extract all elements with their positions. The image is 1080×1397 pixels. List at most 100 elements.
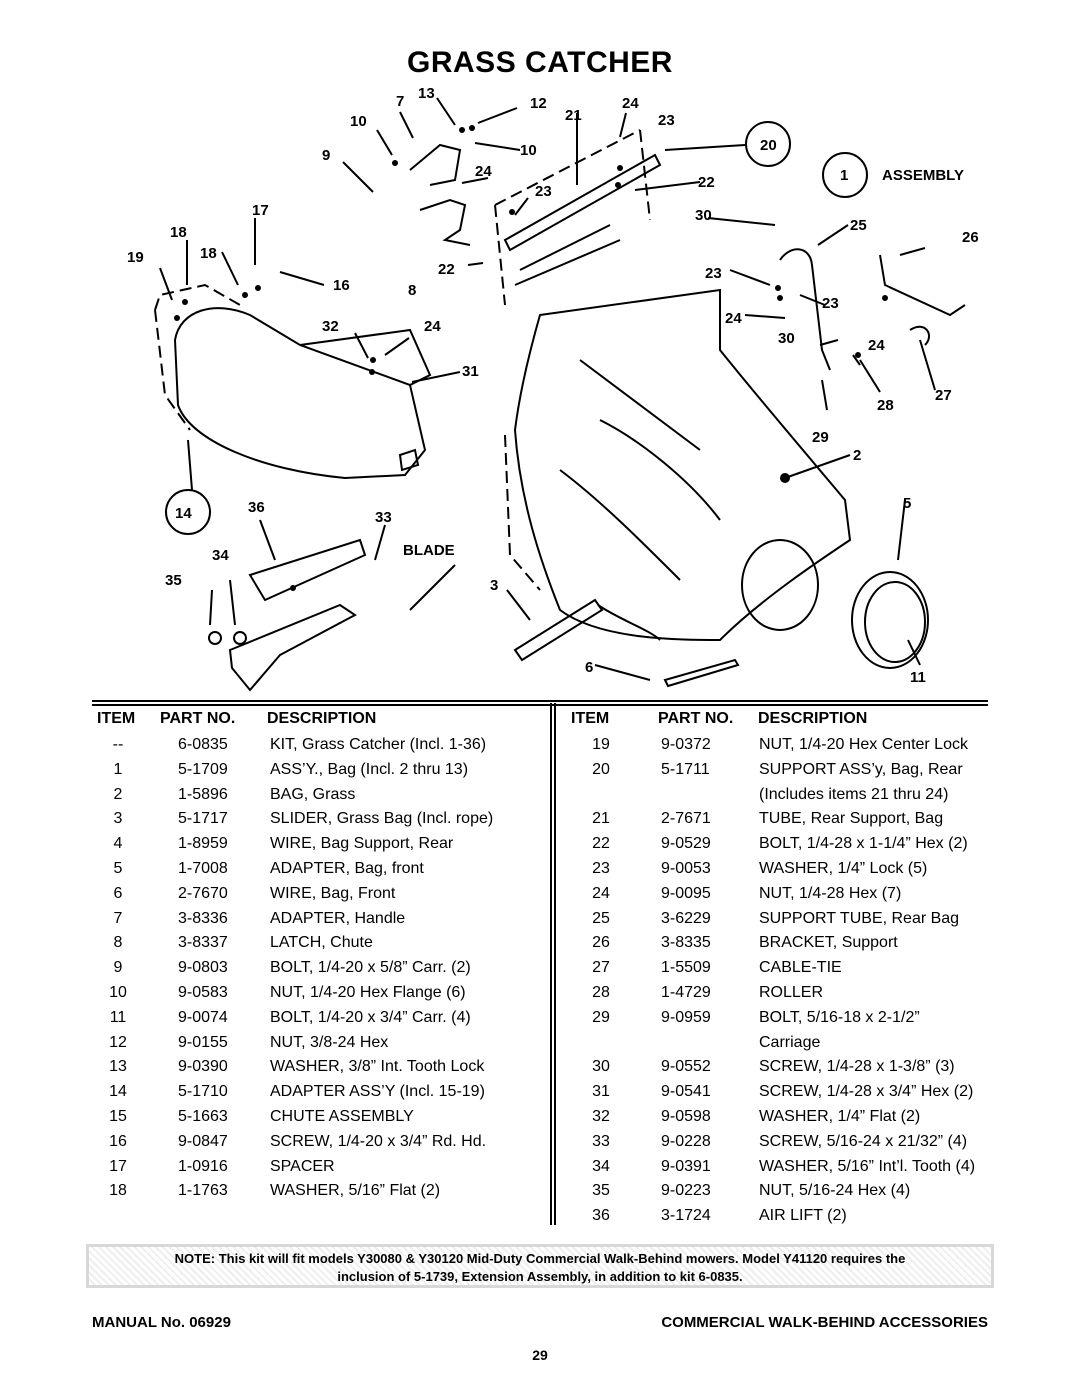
part-number: 1-8959: [178, 835, 228, 853]
callout-label: 13: [418, 85, 435, 102]
callout-label: 24: [725, 310, 742, 327]
part-description: BOLT, 5/16-18 x 2-1/2”: [759, 1008, 920, 1026]
callout-label: 26: [962, 229, 979, 246]
part-number: 9-0155: [178, 1033, 228, 1051]
callout-label: 29: [812, 429, 829, 446]
part-number: 6-0835: [178, 736, 228, 753]
part-description: SPACER: [270, 1157, 335, 1175]
callout-label: 1: [840, 167, 848, 184]
part-description: ASS’Y., Bag (Incl. 2 thru 13): [270, 760, 469, 778]
item-number: 31: [592, 1083, 610, 1101]
item-number: 27: [592, 959, 610, 977]
part-description: SCREW, 1/4-20 x 3/4” Rd. Hd.: [270, 1132, 487, 1150]
part-description: WASHER, 1/4” Flat (2): [759, 1108, 921, 1125]
callout-label: 2: [853, 447, 861, 464]
part-number: 9-0803: [178, 959, 228, 977]
part-description: SLIDER, Grass Bag (Incl. rope): [270, 810, 494, 828]
part-number: 3-8337: [178, 934, 228, 952]
part-number: 9-0053: [661, 860, 711, 877]
callout-label: 22: [698, 174, 715, 191]
part-description: TUBE, Rear Support, Bag: [759, 810, 944, 828]
table-column-divider: [550, 703, 556, 1225]
front-wire-drawing: [663, 658, 740, 688]
part-description: CHUTE ASSEMBLY: [270, 1108, 414, 1125]
item-number: 19: [592, 736, 610, 753]
item-number: 14: [109, 1083, 127, 1101]
table-top-rule-2: [92, 704, 988, 706]
rear-support-frame-drawing: [494, 129, 651, 306]
callout-label: 24: [475, 163, 492, 180]
callout-label: 8: [408, 282, 416, 299]
part-number: 5-1710: [178, 1083, 228, 1101]
callout-label: 25: [850, 217, 867, 234]
callout-label: 33: [375, 509, 392, 526]
part-description: KIT, Grass Catcher (Incl. 1-36): [270, 736, 487, 753]
callout-label: 5: [903, 495, 911, 512]
item-number: 26: [592, 934, 610, 952]
callout-label: 18: [200, 245, 217, 262]
part-description: BAG, Grass: [270, 785, 356, 803]
part-number: 9-0598: [661, 1108, 711, 1125]
part-number: 9-0583: [178, 984, 228, 1001]
item-number: 12: [109, 1033, 127, 1051]
item-number: 24: [592, 884, 610, 902]
callout-label: 16: [333, 277, 350, 294]
part-number: 9-0552: [661, 1058, 711, 1076]
section-title: COMMERCIAL WALK-BEHIND ACCESSORIES: [661, 1314, 988, 1331]
part-description: SCREW, 5/16-24 x 21/32” (4): [759, 1132, 968, 1150]
part-number: 1-0916: [178, 1157, 228, 1175]
header-item-right: ITEM: [571, 710, 610, 727]
part-number: 5-1717: [178, 810, 228, 828]
part-number: 1-4729: [661, 984, 711, 1001]
item-number: 10: [109, 984, 127, 1001]
part-description: ADAPTER ASS’Y (Incl. 15-19): [270, 1083, 485, 1101]
item-number: 30: [592, 1058, 610, 1076]
part-description: ADAPTER, Bag, front: [270, 860, 424, 877]
callout-label: 24: [868, 337, 885, 354]
item-number: 6: [113, 884, 123, 902]
part-number: 9-0095: [661, 884, 711, 902]
callout-label: 3: [490, 577, 498, 594]
callout-label: 32: [322, 318, 339, 335]
part-description: SCREW, 1/4-28 x 3/4” Hex (2): [759, 1083, 974, 1101]
callout-label: 20: [760, 137, 777, 154]
item-number: 9: [113, 959, 123, 977]
item-number: 23: [592, 860, 610, 877]
item-number: 33: [592, 1132, 610, 1150]
callout-label: 27: [935, 387, 952, 404]
part-description: ROLLER: [759, 984, 824, 1001]
item-number: 7: [113, 909, 123, 927]
part-description: BOLT, 1/4-28 x 1-1/4” Hex (2): [759, 835, 968, 853]
page-title: GRASS CATCHER: [407, 46, 673, 79]
front-adapter-drawing: [851, 571, 929, 669]
callout-label: 24: [424, 318, 441, 335]
part-number: 9-0074: [178, 1008, 228, 1026]
item-number: 8: [113, 934, 123, 952]
callout-label: 23: [535, 183, 552, 200]
part-description: WASHER, 1/4” Lock (5): [759, 860, 928, 877]
part-description: NUT, 1/4-20 Hex Center Lock: [759, 736, 968, 753]
callout-label: 17: [252, 202, 269, 219]
part-number: 9-0372: [661, 736, 711, 753]
item-number: 28: [592, 984, 610, 1001]
grass-bag-drawing: [513, 288, 852, 642]
callout-label: 10: [350, 113, 367, 130]
item-number: 5: [113, 860, 123, 877]
callout-label: 34: [212, 547, 229, 564]
part-description: WIRE, Bag, Front: [270, 884, 396, 902]
blade-drawing: [228, 603, 357, 692]
item-number: 36: [592, 1207, 610, 1225]
part-number: 5-1663: [178, 1108, 228, 1125]
part-description: Carriage: [759, 1033, 821, 1051]
part-description: AIR LIFT (2): [759, 1207, 847, 1225]
item-number: 35: [592, 1182, 610, 1200]
part-number: 3-8335: [661, 934, 711, 952]
note-line-2: inclusion of 5-1739, Extension Assembly,…: [337, 1269, 743, 1284]
callout-label: BLADE: [403, 542, 455, 559]
part-description: CABLE-TIE: [759, 959, 842, 977]
item-number: 2: [113, 785, 123, 803]
part-description: SCREW, 1/4-28 x 1-3/8” (3): [759, 1058, 955, 1076]
callout-label: 12: [530, 95, 547, 112]
callout-label: 36: [248, 499, 265, 516]
